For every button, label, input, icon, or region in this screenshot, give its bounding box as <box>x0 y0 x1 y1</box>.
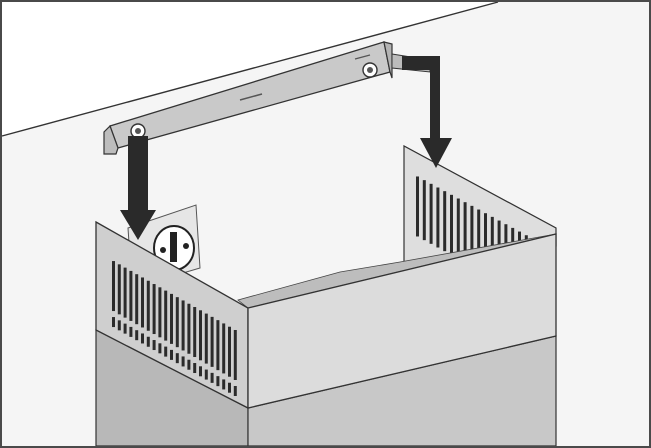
vent-slot <box>443 191 447 252</box>
vent-slot <box>204 313 208 364</box>
vent-slot <box>477 209 481 270</box>
vent-slot <box>170 293 173 344</box>
vent-slot <box>216 376 220 387</box>
vent-slot <box>228 382 231 393</box>
vent-slot <box>193 363 197 374</box>
vent-slot <box>141 277 144 328</box>
vent-slot <box>152 284 156 335</box>
vent-slot <box>170 349 173 360</box>
vent-slot <box>456 198 460 259</box>
down-arrow-left <box>120 136 156 240</box>
vent-slot <box>117 320 121 331</box>
vent-slot <box>422 180 426 241</box>
vent-slot <box>141 333 144 344</box>
vent-slot <box>164 290 168 341</box>
vent-slot <box>129 326 133 337</box>
vent-slot <box>181 356 185 367</box>
vent-slot <box>123 267 127 318</box>
vent-slot <box>117 264 121 315</box>
vent-slot <box>175 353 179 364</box>
vent-slot <box>152 340 156 351</box>
vent-slot <box>129 270 133 321</box>
chimney-upper-left-face <box>95 220 249 410</box>
vent-slot <box>204 369 208 380</box>
vent-slot <box>187 359 191 370</box>
vent-slot <box>216 320 220 371</box>
vent-slot <box>158 287 162 338</box>
vent-slot <box>222 323 226 374</box>
vent-slot <box>123 323 127 334</box>
vent-slot <box>158 343 162 354</box>
vent-slot <box>429 183 433 244</box>
vent-slot <box>470 205 474 266</box>
vent-slot <box>187 303 191 354</box>
mounting-bracket <box>103 41 431 155</box>
vent-slot <box>233 329 237 380</box>
vent-slot <box>484 213 487 274</box>
chimney-upper-right-face <box>247 233 557 409</box>
vent-slot <box>233 385 237 396</box>
vent-slot <box>416 176 419 237</box>
down-arrow-right <box>402 56 452 168</box>
vent-slot <box>146 336 150 347</box>
vent-slot <box>175 297 179 348</box>
vent-slot <box>436 187 440 248</box>
ceiling-edge <box>1 1 499 137</box>
vent-slot <box>210 372 214 383</box>
vent-slot <box>450 194 453 255</box>
vent-slot <box>146 280 150 331</box>
vent-slot <box>199 366 202 377</box>
vent-slot <box>135 330 139 341</box>
vent-slot <box>463 202 467 263</box>
vent-slot <box>199 310 202 361</box>
vent-slot <box>193 307 197 358</box>
vent-slot <box>181 300 185 351</box>
vent-slot <box>135 274 139 325</box>
vent-slot <box>112 317 115 328</box>
vent-slot <box>210 316 214 367</box>
vent-slot <box>164 346 168 357</box>
vent-slot <box>112 261 115 312</box>
vent-slot <box>228 326 231 377</box>
left-vent-slots <box>112 261 237 396</box>
vent-slot <box>222 379 226 390</box>
